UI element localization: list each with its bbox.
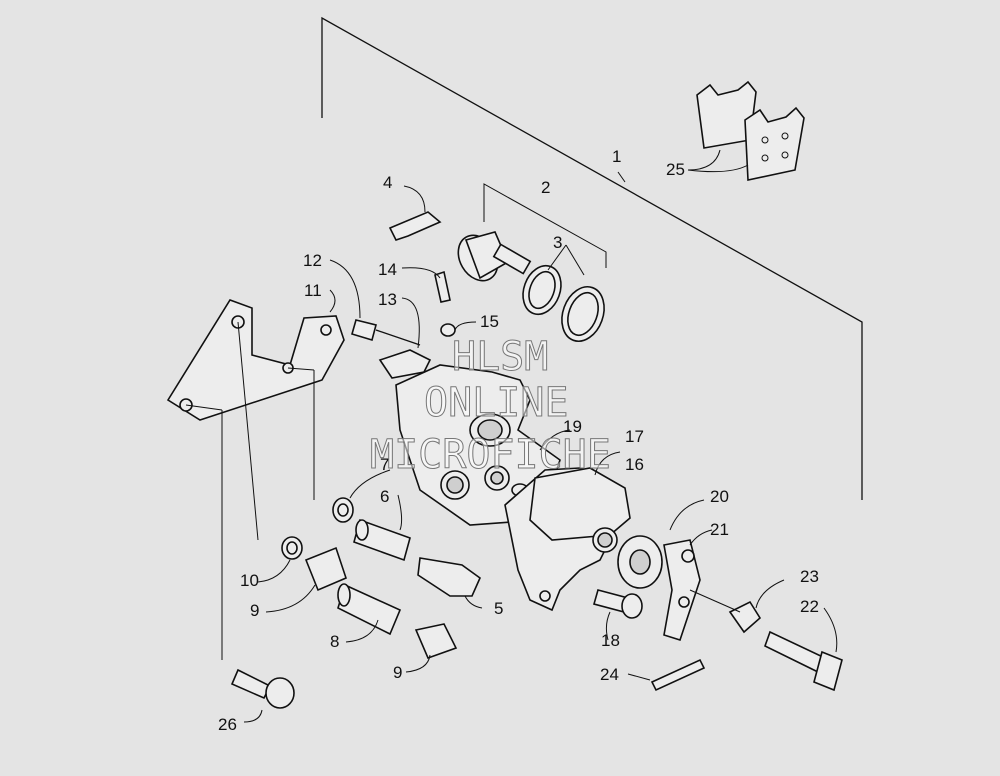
lever-housing-part	[504, 451, 631, 612]
assembly-bracket	[321, 16, 863, 500]
callout-24: 24	[600, 665, 619, 684]
callout-1: 1	[612, 147, 621, 166]
bracket-bolt-part	[230, 668, 295, 723]
callout-5: 5	[494, 599, 503, 618]
callout-11: 11	[304, 281, 322, 300]
callout-13: 13	[378, 290, 397, 309]
mounting-bracket-part	[166, 289, 345, 660]
watermark-line-1: HLSM	[452, 334, 548, 380]
callout-labels: 1 2 3 4 5 6 7 8 9 9 10 11 12 13 14 15 16…	[218, 147, 819, 734]
callout-14: 14	[378, 260, 397, 279]
callout-8: 8	[330, 632, 339, 651]
piston-assembly-part	[457, 183, 607, 342]
caliper-bolts-part	[329, 259, 477, 379]
watermark-line-2: ONLINE	[424, 380, 569, 426]
callout-18: 18	[601, 631, 620, 650]
brake-pads-part	[687, 80, 805, 181]
callout-23: 23	[800, 567, 819, 586]
callout-9a: 9	[250, 601, 259, 620]
caliper-body-part	[395, 364, 571, 526]
callout-9b: 9	[393, 663, 402, 682]
callout-21: 21	[710, 520, 729, 539]
slide-pins-part	[257, 469, 483, 673]
lever-hardware-part	[593, 499, 843, 692]
callout-22: 22	[800, 597, 819, 616]
callout-17: 17	[625, 427, 644, 446]
callout-20: 20	[710, 487, 729, 506]
watermark: HLSM ONLINE MICROFICHE	[370, 334, 612, 479]
callout-26: 26	[218, 715, 237, 734]
callout-15: 15	[480, 312, 499, 331]
clip-part	[388, 185, 442, 241]
callout-25: 25	[666, 160, 685, 179]
callout-19: 19	[563, 417, 582, 436]
watermark-line-3: MICROFICHE	[370, 432, 611, 478]
callout-12: 12	[303, 251, 322, 270]
callout-3: 3	[553, 233, 562, 252]
callout-4: 4	[383, 173, 392, 192]
callout-10: 10	[240, 571, 259, 590]
callout-7: 7	[380, 455, 389, 474]
bleeder-valve-part	[401, 267, 451, 303]
callout-2: 2	[541, 178, 550, 197]
callout-6: 6	[380, 487, 389, 506]
callout-16: 16	[625, 455, 644, 474]
